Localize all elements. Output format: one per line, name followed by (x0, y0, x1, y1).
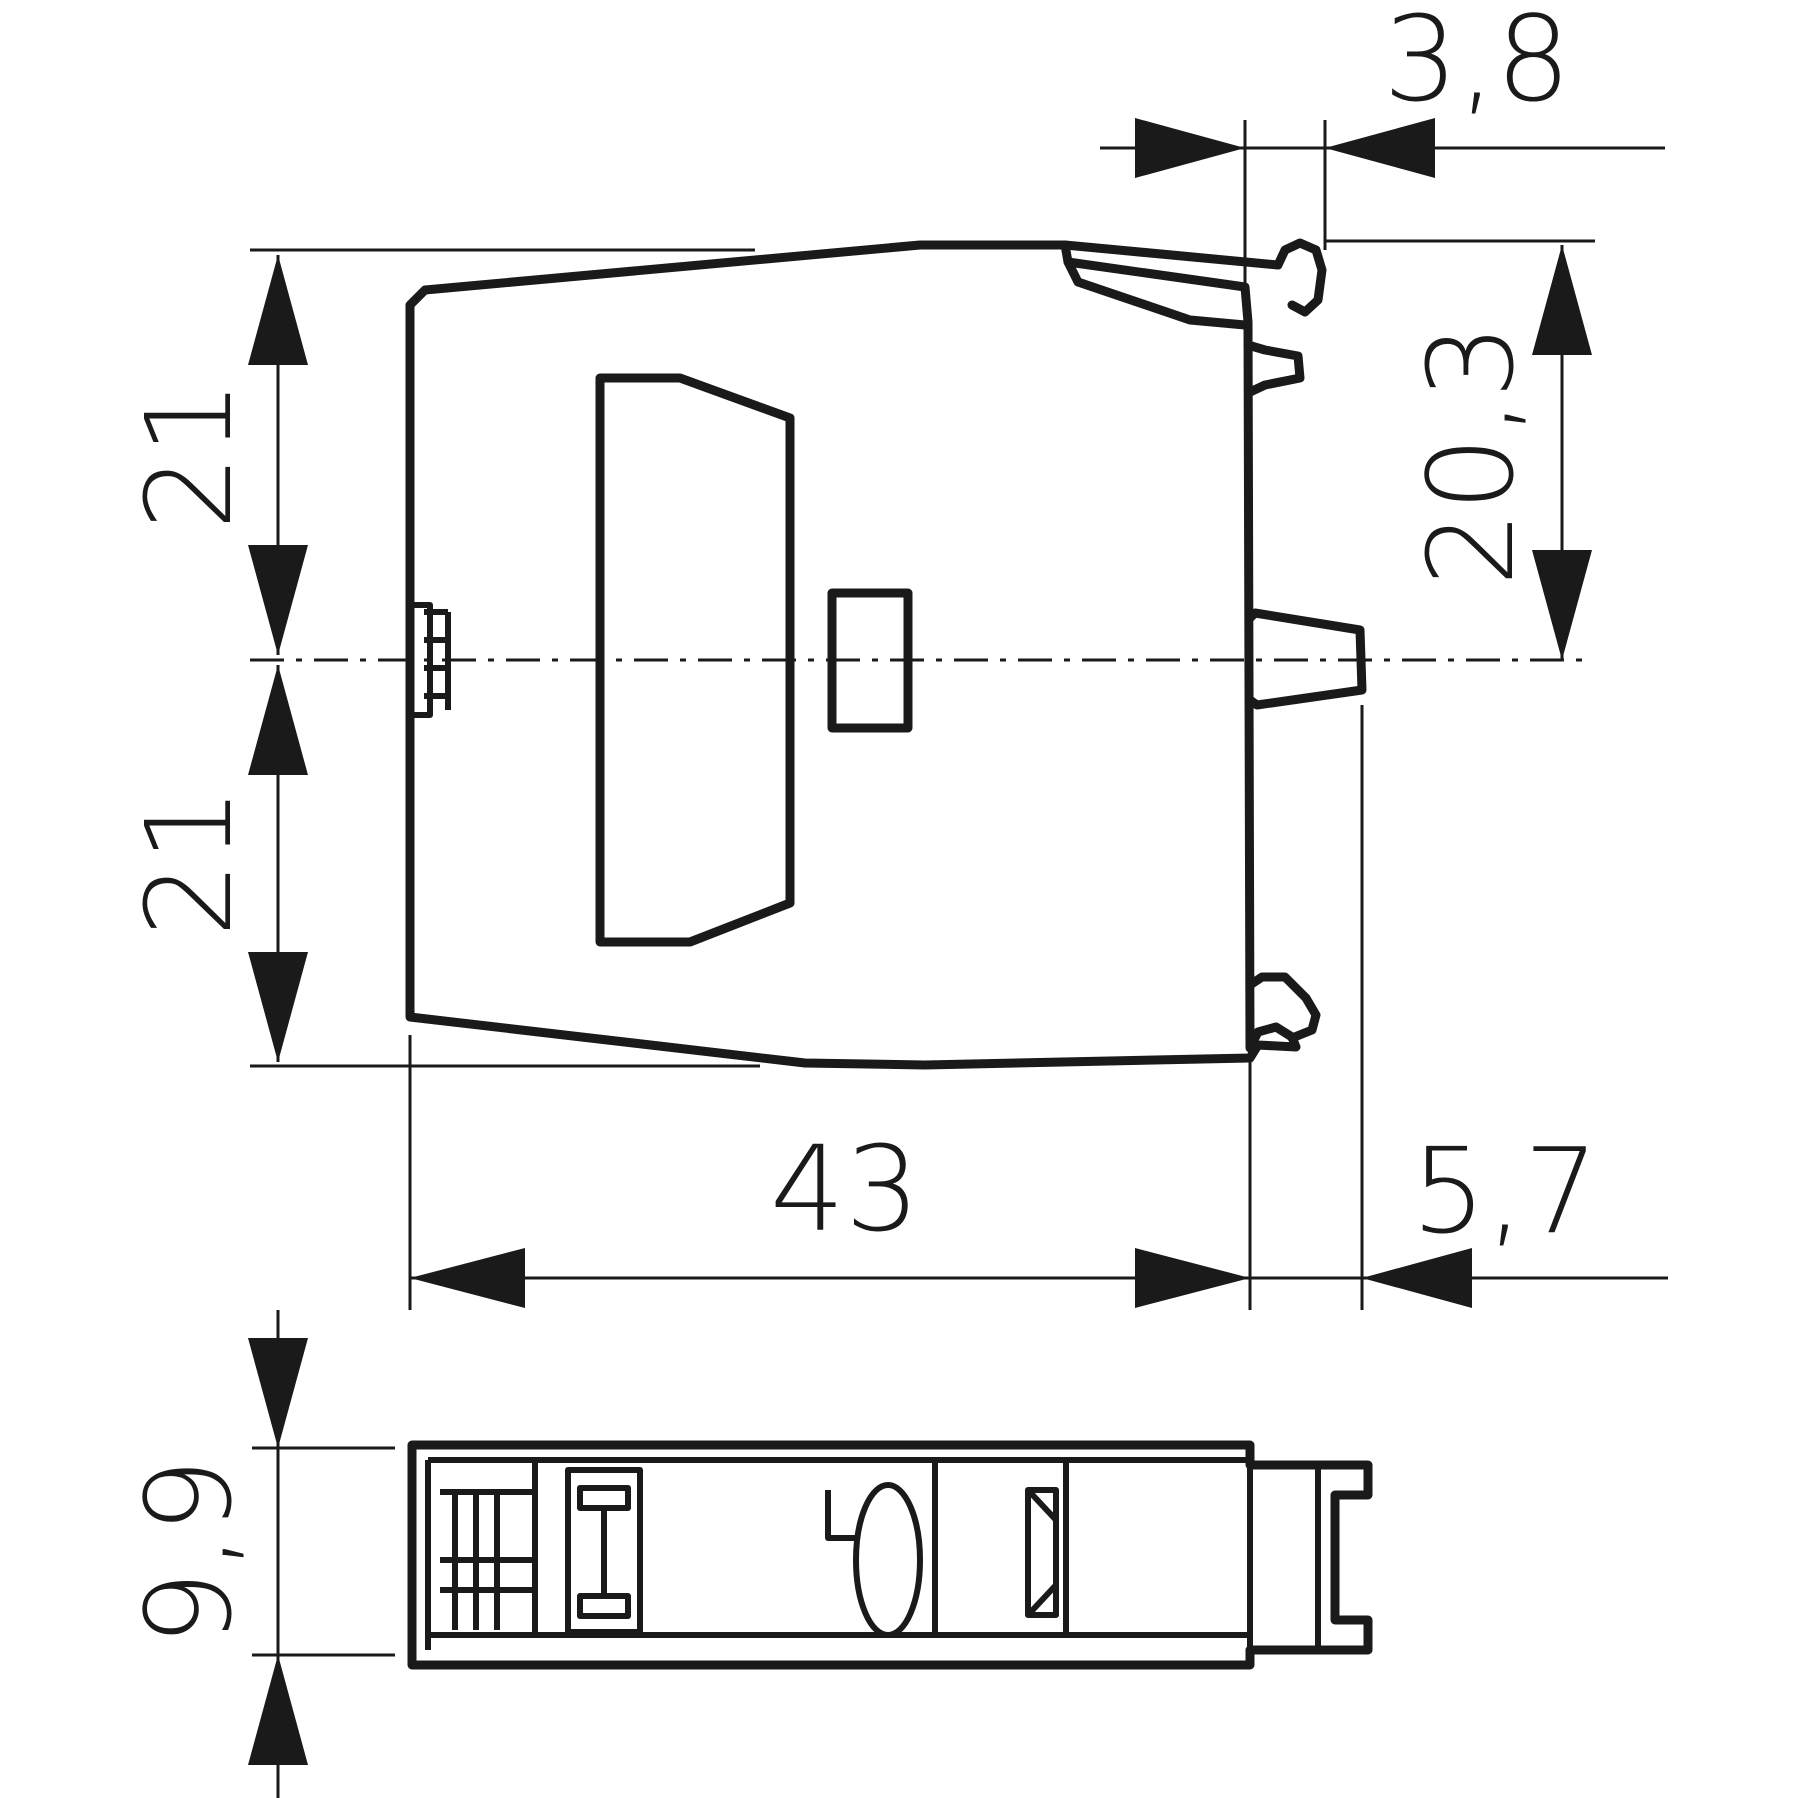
dim-bottom-view-height: 9,9 (120, 1310, 308, 1798)
dim-bottom-view-height-label: 9,9 (120, 1458, 258, 1646)
bottom-view-clip (565, 1467, 643, 1635)
dim-right-height: 20,3 (1402, 245, 1592, 660)
dim-upper-height-label: 21 (120, 380, 258, 530)
bottom-view-right-slot (1025, 1460, 1069, 1635)
bottom-view: 9,9 (120, 1310, 1373, 1798)
dim-terminal-offset-label: 5,7 (1411, 1122, 1599, 1260)
side-view-lower-hook (1245, 972, 1321, 1043)
dim-body-width-label: 43 (770, 1120, 920, 1258)
side-view-body-outline (405, 240, 1301, 1070)
dim-lower-height-label: 21 (120, 787, 258, 937)
dim-lower-height: 21 (120, 665, 308, 1062)
dim-right-height-label: 20,3 (1402, 324, 1540, 587)
side-view-window (595, 373, 795, 947)
dim-body-width: 43 (410, 1120, 1250, 1308)
side-view-latch (1060, 238, 1327, 330)
dim-upper-height: 21 (120, 255, 308, 655)
dim-top-offset: 3,8 (1100, 0, 1665, 178)
dim-top-offset-label: 3,8 (1383, 0, 1571, 128)
dim-terminal-offset: 5,7 (1250, 1122, 1668, 1308)
side-view-upper-tab (1243, 340, 1305, 397)
extension-lines (250, 120, 1595, 1310)
bottom-view-inner-lines (425, 1457, 1321, 1650)
side-view: 3,8 21 21 20,3 43 (120, 0, 1668, 1310)
bottom-view-contact (825, 1460, 938, 1638)
bottom-view-extension-lines (252, 1446, 395, 1657)
